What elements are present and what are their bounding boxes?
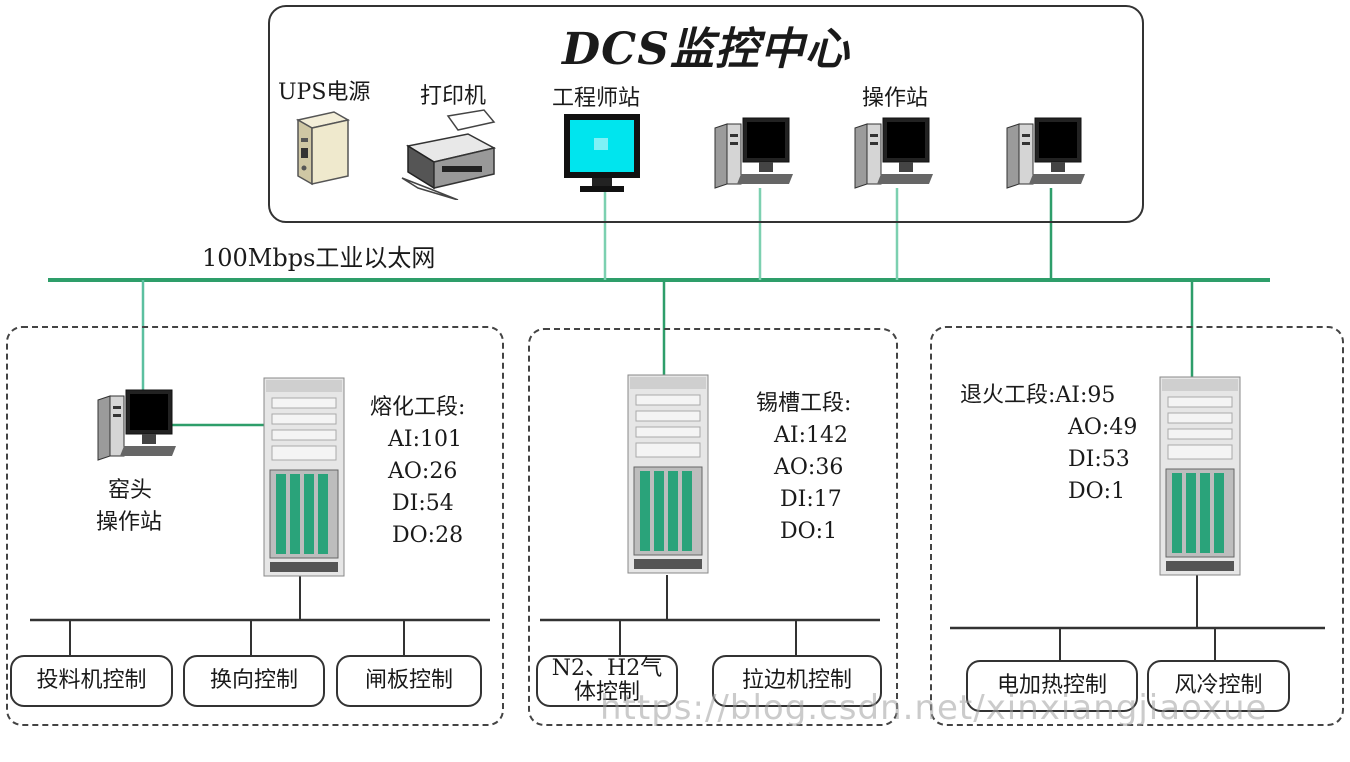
- melting-do: DO:28: [392, 523, 464, 548]
- network-label: 100Mbps工业以太网: [202, 244, 436, 272]
- dcs-center-panel: DCS监控中心: [268, 5, 1144, 223]
- tin-ao: AO:36: [774, 455, 844, 480]
- annealing-do: DO:1: [1068, 479, 1126, 504]
- kiln-label-2: 操作站: [96, 510, 163, 535]
- controller-cabinet-icon: [1159, 376, 1241, 576]
- printer-label: 打印机: [420, 84, 487, 109]
- watermark: https://blog.csdn.net/xinxiangjiaoxue: [600, 688, 1268, 728]
- computer-icon: [854, 117, 933, 189]
- subsystem-gas-line2: 体控制: [573, 680, 640, 705]
- tin-zone: [528, 328, 898, 726]
- annealing-section-ai: 退火工段:AI:95: [960, 383, 1116, 408]
- melting-stats: 熔化工段: AI:101 AO:26 DI:54 DO:28: [370, 392, 465, 552]
- subsystem-gas-line1: N2、H2气: [551, 656, 663, 681]
- subsystem-reversing: 换向控制: [183, 655, 325, 707]
- tin-stats: 锡槽工段: AI:142 AO:36 DI:17 DO:1: [756, 388, 851, 548]
- computer-icon: [1006, 117, 1085, 189]
- controller-cabinet-icon: [627, 374, 709, 574]
- melting-ao: AO:26: [388, 459, 458, 484]
- monitor-icon: [564, 114, 640, 192]
- ups-icon: [295, 111, 351, 186]
- computer-icon: [97, 389, 176, 461]
- subsystem-air-cooling: 风冷控制: [1147, 660, 1290, 712]
- melting-di: DI:54: [392, 491, 454, 516]
- ups-label: UPS电源: [278, 80, 371, 105]
- annealing-zone: [930, 326, 1344, 726]
- annealing-ao: AO:49: [1068, 415, 1138, 440]
- operator-label: 操作站: [862, 86, 929, 111]
- printer-icon: [401, 109, 497, 200]
- kiln-label-1: 窑头: [108, 478, 153, 503]
- engineer-label: 工程师站: [552, 86, 641, 111]
- subsystem-edge-roller: 拉边机控制: [712, 655, 882, 707]
- controller-cabinet-icon: [263, 377, 345, 577]
- annealing-di: DI:53: [1068, 447, 1130, 472]
- tin-section: 锡槽工段:: [756, 391, 852, 416]
- subsystem-electric-heating: 电加热控制: [966, 660, 1138, 712]
- annealing-stats: 退火工段:AI:95 AO:49 DI:53 DO:1: [960, 380, 1137, 508]
- tin-di: DI:17: [780, 487, 842, 512]
- melting-section: 熔化工段:: [370, 395, 466, 420]
- subsystem-damper: 闸板控制: [336, 655, 482, 707]
- subsystem-feeder: 投料机控制: [10, 655, 173, 707]
- tin-ai: AI:142: [774, 423, 848, 448]
- subsystem-gas: N2、H2气 体控制: [536, 655, 678, 707]
- melting-zone: [6, 326, 504, 726]
- computer-icon: [714, 117, 793, 189]
- center-title: DCS监控中心: [562, 24, 850, 75]
- tin-do: DO:1: [780, 519, 838, 544]
- melting-ai: AI:101: [388, 427, 462, 452]
